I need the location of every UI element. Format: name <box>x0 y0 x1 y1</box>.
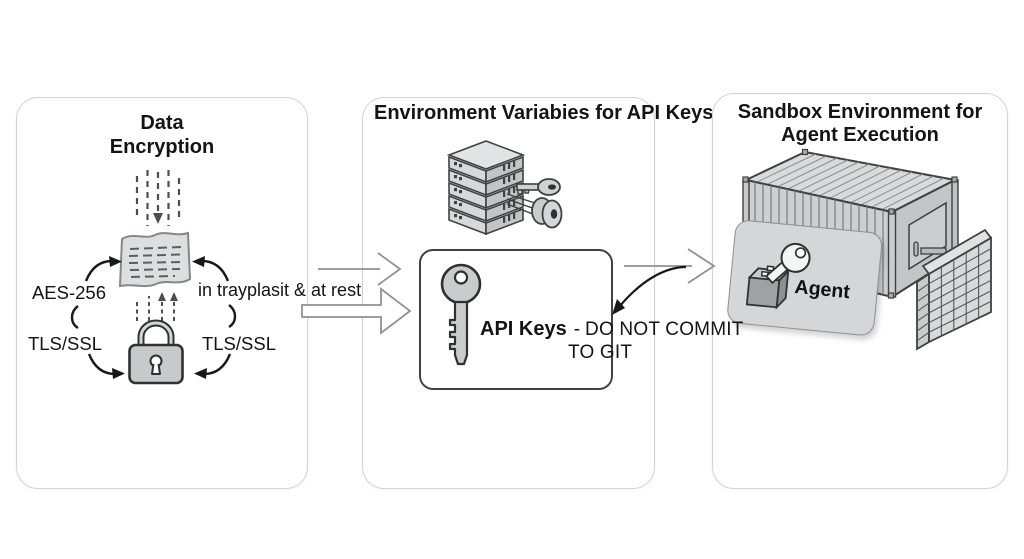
server-stack-icon <box>446 140 563 236</box>
encryption-panel-title: Data Encryption <box>109 112 215 158</box>
brick-wall-icon <box>916 228 993 351</box>
env-vars-panel-title: Environment Variabies for API Keys <box>374 102 714 124</box>
api-keys-note: API Keys-DO NOT COMMIT TO GIT <box>480 318 744 364</box>
curved-arrow-down-left-icon <box>194 353 232 379</box>
document-icon <box>118 231 192 288</box>
curved-arrow-up-left-icon <box>192 256 230 282</box>
curved-arrow-down-right-icon <box>87 353 125 379</box>
api-keys-box <box>419 249 613 390</box>
agent-card: Agent <box>726 219 884 337</box>
env-vars-panel: Environment Variabies for API Keys <box>362 97 713 489</box>
git-warning-line1: DO NOT COMMIT <box>585 319 744 340</box>
dashed-up-arrows-icon <box>136 292 178 321</box>
key-into-box-icon <box>745 242 811 310</box>
flow-arc-left-icon <box>70 305 79 330</box>
api-keys-dash: - <box>573 319 581 340</box>
open-arrow-2-icon <box>624 248 716 284</box>
sandbox-panel-title: Sandbox Environment for Agent Execution <box>737 101 983 146</box>
git-warning-line2: TO GIT <box>568 342 633 363</box>
dashed-input-arrows-icon <box>135 170 181 226</box>
aes-256-label: AES-256 <box>31 282 107 303</box>
sandbox-panel: Sandbox Environment for Agent Execution <box>712 93 1008 489</box>
padlock-icon <box>128 319 184 385</box>
api-keys-note-line1: API Keys-DO NOT COMMIT <box>480 318 744 341</box>
tls-ssl-left-label: TLS/SSL <box>27 333 103 354</box>
api-key-icon <box>440 263 482 366</box>
block-arrow-icon <box>301 287 412 335</box>
curved-git-arrow-icon <box>612 265 687 315</box>
key-cylinder-icon <box>506 178 563 229</box>
transit-at-rest-label: in trayplasit & at rest <box>198 280 362 300</box>
flow-arc-right-icon <box>228 304 237 329</box>
data-encryption-panel: Data Encryption <box>16 97 361 489</box>
open-arrow-1-icon <box>318 252 402 286</box>
curved-arrow-up-right-icon <box>84 256 122 282</box>
tls-ssl-right-label: TLS/SSL <box>201 333 277 354</box>
api-keys-label: API Keys <box>480 318 567 340</box>
